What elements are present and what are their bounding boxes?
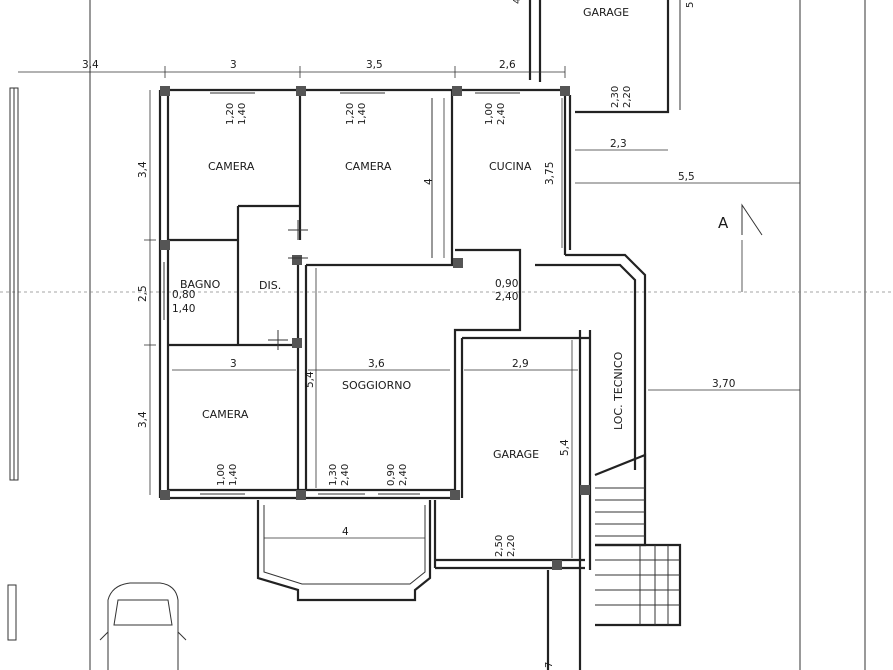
opening-bagno-h: 1,40 (172, 303, 195, 315)
dim-cucina-3-75: 3,75 (544, 162, 556, 185)
dim-top-5-cut: 5 (685, 2, 696, 8)
opening-cam3-w: 1,00 (216, 464, 227, 486)
dim-right-2-3: 2,3 (610, 138, 627, 150)
room-label-garage-top: GARAGE (583, 6, 629, 19)
top-dimension-chain: 3,4 3 3,5 2,6 (18, 59, 566, 78)
opening-door-w: 0,90 (495, 278, 518, 290)
dim-balcony-4: 4 (342, 526, 349, 538)
section-mark-a: A (718, 214, 729, 232)
opening-garage-door-h: 2,20 (506, 535, 517, 557)
house-walls (158, 86, 647, 570)
opening-sogg2-w: 0,90 (386, 464, 397, 486)
opening-cucina-h: 2,40 (496, 103, 507, 125)
dim-top-3-5: 3,5 (366, 59, 383, 71)
opening-cam1-h: 1,40 (237, 103, 248, 125)
room-label-bagno: BAGNO (180, 278, 221, 291)
dim-soggiorno-5-4: 5,4 (304, 371, 316, 388)
opening-door-h: 2,40 (495, 291, 518, 303)
opening-cucina-w: 1,00 (484, 103, 495, 125)
interior-dimensions: 3 3,6 2,9 5,4 5,4 4 3,75 (172, 98, 578, 558)
dim-right-5-5: 5,5 (678, 171, 695, 183)
dim-right-3-70: 3,70 (712, 378, 735, 390)
dim-left-2-5: 2,5 (137, 285, 149, 302)
opening-bagno-w: 0,80 (172, 289, 195, 301)
opening-cam1-w: 1,20 (225, 103, 236, 125)
opening-cam2-h: 1,40 (357, 103, 368, 125)
windows (163, 92, 520, 495)
dim-top-3-4: 3,4 (82, 59, 99, 71)
opening-garage-top-w: 2,30 (610, 86, 621, 108)
dim-garage-2-9: 2,9 (512, 358, 529, 370)
room-label-soggiorno: SOGGIORNO (342, 379, 411, 392)
room-label-camera-1: CAMERA (208, 160, 255, 173)
opening-sogg1-h: 2,40 (340, 464, 351, 486)
opening-cam2-w: 1,20 (345, 103, 356, 125)
room-label-cucina: CUCINA (489, 160, 532, 173)
opening-garage-door-w: 2,50 (494, 535, 505, 557)
room-labels: CAMERA CAMERA CUCINA BAGNO DIS. CAMERA S… (180, 160, 625, 461)
room-label-garage: GARAGE (493, 448, 539, 461)
left-dimension-chain: 3,4 2,5 3,4 (137, 90, 156, 495)
dim-left-3-4-bottom: 3,4 (137, 411, 149, 428)
opening-labels: 1,20 1,40 1,20 1,40 1,00 2,40 0,90 2,40 … (172, 103, 518, 557)
opening-cam3-h: 1,40 (228, 464, 239, 486)
car-symbol (99, 582, 187, 670)
dim-left-3-4-top: 3,4 (137, 161, 149, 178)
room-label-camera-2: CAMERA (345, 160, 392, 173)
dim-top-4-cut: 4 (512, 0, 523, 4)
dim-camera2-4: 4 (423, 178, 435, 185)
dim-camera3-3: 3 (230, 358, 237, 370)
room-label-loc-tecnico: LOC. TECNICO (612, 351, 625, 430)
top-garage: GARAGE 4 5 2,30 2,20 (512, 0, 696, 114)
balcony: 4 (256, 500, 432, 602)
room-label-camera-3: CAMERA (202, 408, 249, 421)
dim-top-3: 3 (230, 59, 237, 71)
opening-sogg1-w: 1,30 (328, 464, 339, 486)
right-dimensions: 2,3 5,5 3,70 A (575, 138, 800, 391)
dim-garage-5-4: 5,4 (559, 439, 571, 456)
dim-bottom-7-cut: 7 (544, 662, 555, 668)
room-label-dis: DIS. (259, 279, 281, 292)
dim-soggiorno-3-6: 3,6 (368, 358, 385, 370)
door-markers (268, 220, 308, 350)
opening-sogg2-h: 2,40 (398, 464, 409, 486)
dim-top-2-6: 2,6 (499, 59, 516, 71)
stairs: 7 (544, 453, 682, 670)
opening-garage-top-h: 2,20 (622, 86, 633, 108)
